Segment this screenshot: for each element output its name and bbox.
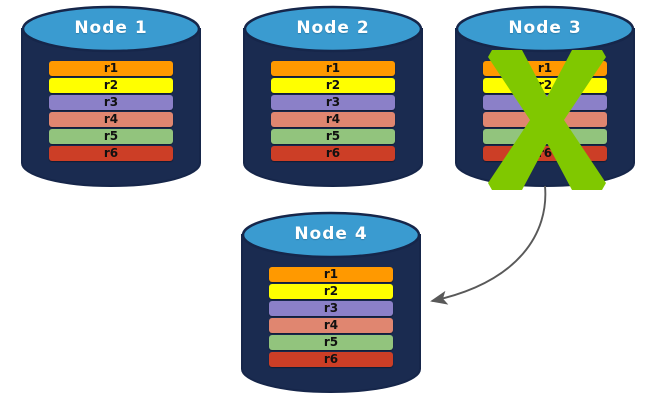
row-r6[interactable]: r6 — [48, 146, 174, 161]
cylinder-top-ellipse — [243, 5, 423, 53]
row-label: r4 — [103, 112, 119, 126]
row-label: r2 — [323, 284, 339, 298]
cylinder-top-ellipse — [241, 211, 421, 259]
row-r6[interactable]: r6 — [268, 352, 394, 367]
row-r3[interactable]: r3 — [48, 95, 174, 110]
row-r1[interactable]: r1 — [48, 61, 174, 76]
row-r6[interactable]: r6 — [270, 146, 396, 161]
row-label: r4 — [325, 112, 341, 126]
row-label: r6 — [323, 352, 339, 366]
row-label: r2 — [103, 78, 119, 92]
row-label: r2 — [325, 78, 341, 92]
node-2-rows: r1 r2 r3 r4 r5 r6 — [244, 61, 422, 163]
node-1-rows: r1 r2 r3 r4 r5 r6 — [22, 61, 200, 163]
row-label: r1 — [325, 61, 341, 75]
row-r4[interactable]: r4 — [270, 112, 396, 127]
row-label: r5 — [103, 129, 119, 143]
row-r5[interactable]: r5 — [268, 335, 394, 350]
node-4-rows: r1 r2 r3 r4 r5 r6 — [242, 267, 420, 369]
failover-arrow-path — [430, 185, 547, 305]
row-r5[interactable]: r5 — [48, 129, 174, 144]
row-r3[interactable]: r3 — [268, 301, 394, 316]
row-label: r3 — [325, 95, 341, 109]
row-label: r6 — [325, 146, 341, 160]
row-r3[interactable]: r3 — [270, 95, 396, 110]
row-r2[interactable]: r2 — [268, 284, 394, 299]
cylinder-top-ellipse — [21, 5, 201, 53]
row-r1[interactable]: r1 — [270, 61, 396, 76]
row-label: r4 — [323, 318, 339, 332]
row-label: r6 — [103, 146, 119, 160]
row-label: r3 — [103, 95, 119, 109]
row-r4[interactable]: r4 — [268, 318, 394, 333]
row-label: r3 — [323, 301, 339, 315]
row-label: r5 — [325, 129, 341, 143]
row-r2[interactable]: r2 — [48, 78, 174, 93]
row-r1[interactable]: r1 — [268, 267, 394, 282]
row-r5[interactable]: r5 — [270, 129, 396, 144]
row-label: r1 — [323, 267, 339, 281]
row-r2[interactable]: r2 — [270, 78, 396, 93]
row-label: r1 — [103, 61, 119, 75]
row-label: r5 — [323, 335, 339, 349]
row-r4[interactable]: r4 — [48, 112, 174, 127]
